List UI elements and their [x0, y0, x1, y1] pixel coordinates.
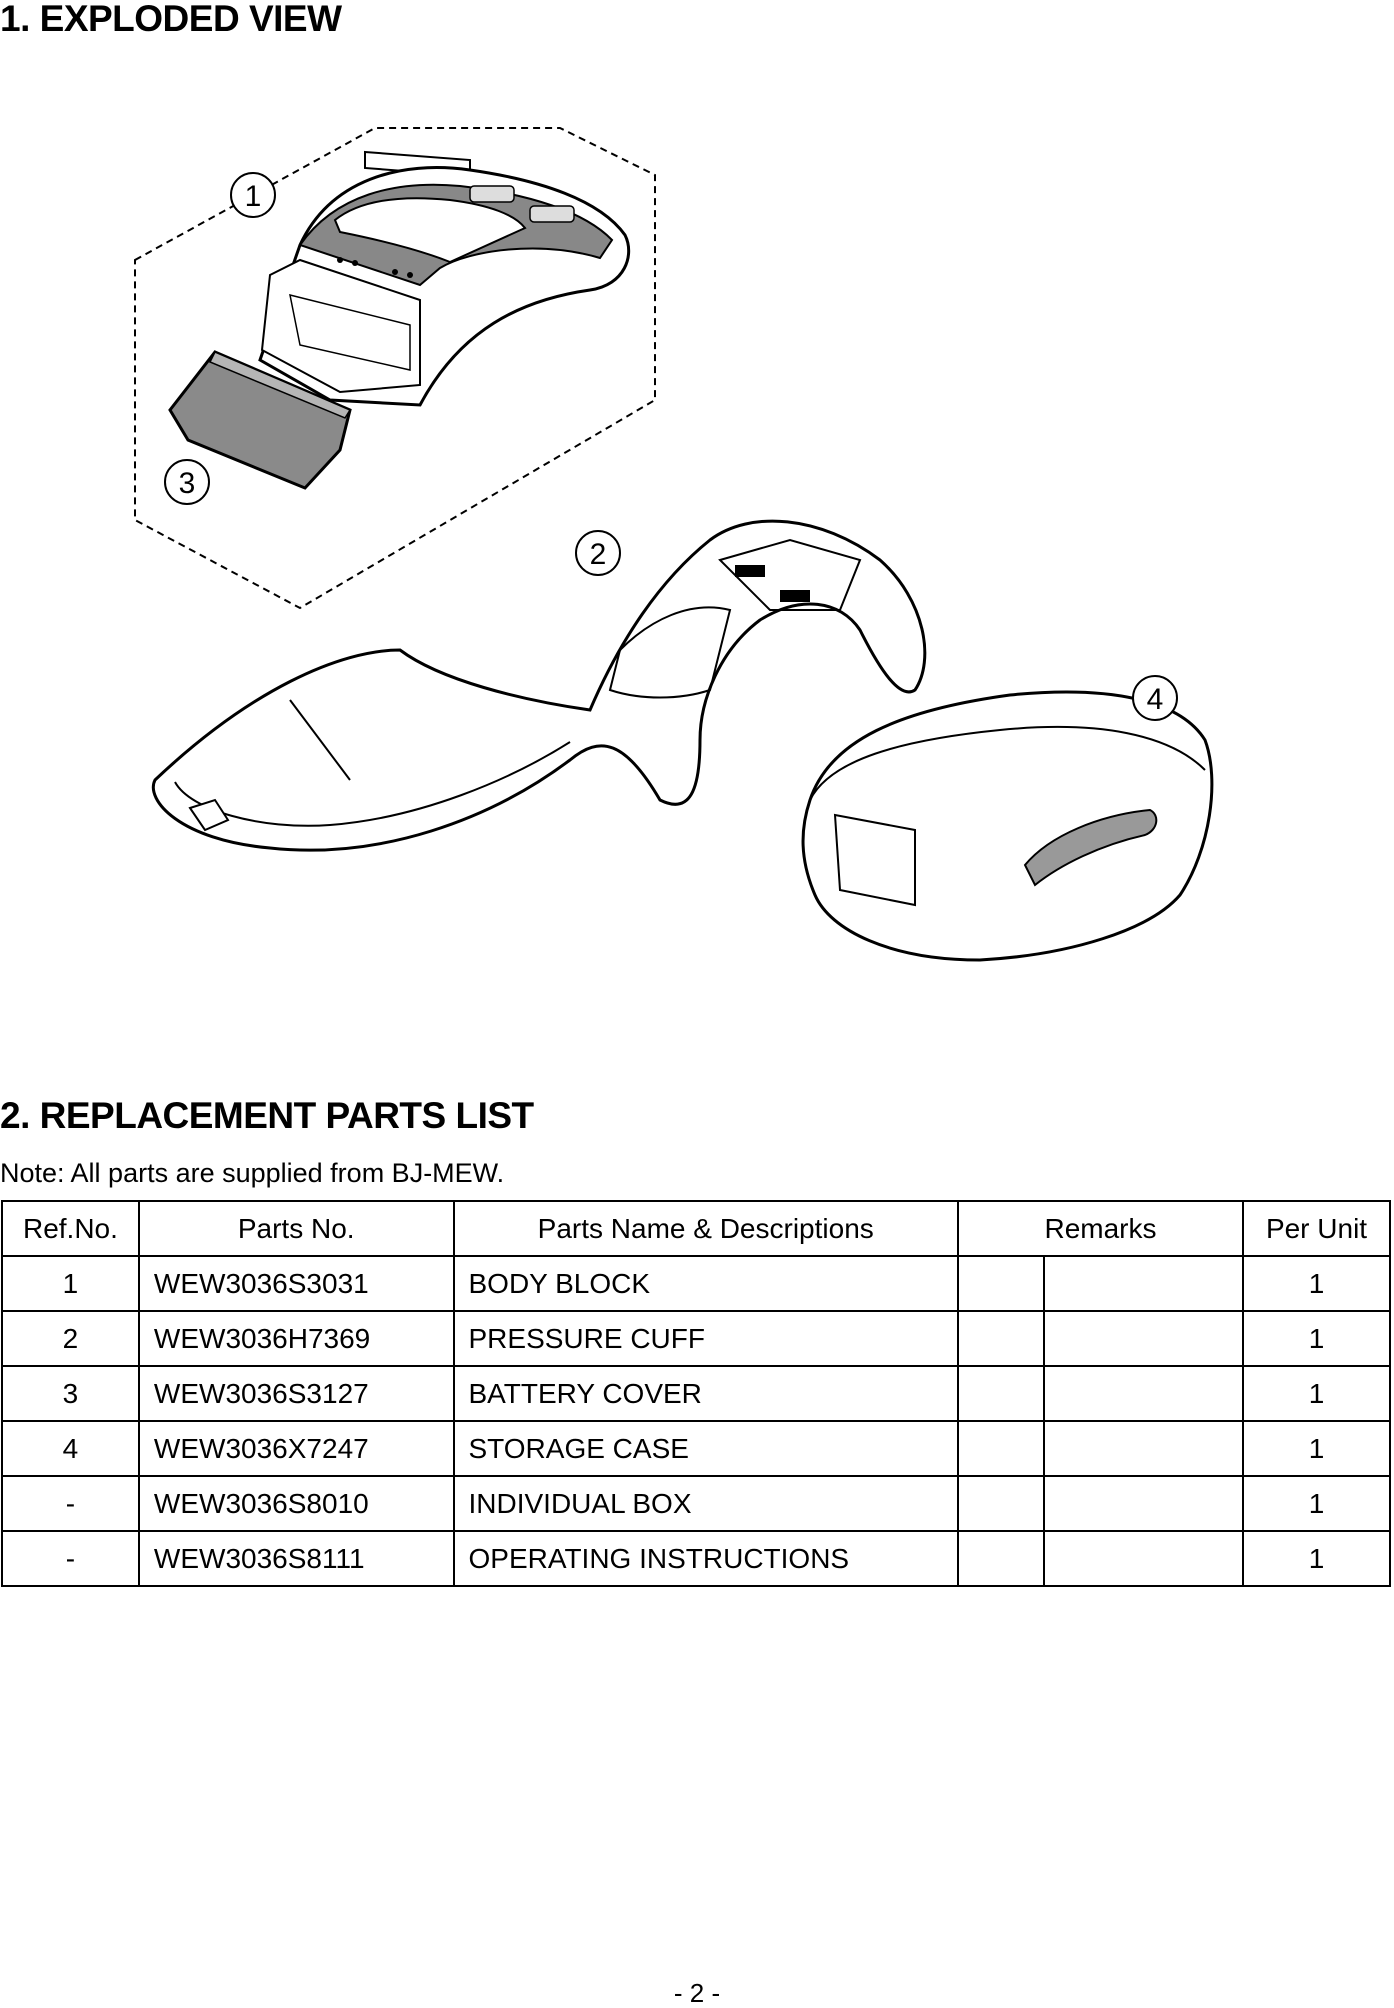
- cell-per-unit: 1: [1242, 1530, 1391, 1587]
- cell-remarks-a: [956, 1420, 1045, 1477]
- header-ref-no: Ref.No.: [1, 1200, 140, 1257]
- cell-per-unit: 1: [1242, 1475, 1391, 1532]
- callout-2: 2: [575, 530, 621, 576]
- header-parts-name: Parts Name & Descriptions: [452, 1200, 959, 1257]
- cell-ref: 3: [1, 1365, 140, 1422]
- table-row: - WEW3036S8111 OPERATING INSTRUCTIONS 1: [1, 1530, 1391, 1587]
- callout-3-label: 3: [179, 467, 196, 500]
- parts-table: Ref.No. Parts No. Parts Name & Descripti…: [1, 1200, 1391, 1587]
- cell-parts-no: WEW3036S8111: [137, 1530, 455, 1587]
- page-number: - 2 -: [673, 1978, 721, 2008]
- cell-remarks-a: [956, 1530, 1045, 1587]
- cell-name: BODY BLOCK: [452, 1255, 959, 1312]
- body-block-illustration: [258, 150, 631, 407]
- parts-note: Note: All parts are supplied from BJ-MEW…: [0, 1158, 505, 1188]
- cell-remarks-b: [1042, 1310, 1245, 1367]
- table-row: 4 WEW3036X7247 STORAGE CASE 1: [1, 1420, 1391, 1477]
- cell-remarks-b: [1042, 1530, 1245, 1587]
- cell-per-unit: 1: [1242, 1420, 1391, 1477]
- cell-remarks-b: [1042, 1365, 1245, 1422]
- table-header-row: Ref.No. Parts No. Parts Name & Descripti…: [1, 1200, 1391, 1257]
- callout-3: 3: [164, 459, 210, 505]
- callout-1: 1: [230, 172, 276, 218]
- header-parts-no: Parts No.: [137, 1200, 455, 1257]
- cell-ref: 1: [1, 1255, 140, 1312]
- cell-name: INDIVIDUAL BOX: [452, 1475, 959, 1532]
- cell-parts-no: WEW3036X7247: [137, 1420, 455, 1477]
- callout-1-label: 1: [245, 180, 262, 213]
- callout-2-label: 2: [590, 538, 607, 571]
- callout-4-label: 4: [1147, 683, 1164, 716]
- dashed-group-outline: [134, 127, 656, 610]
- section-title-exploded-view: 1. EXPLODED VIEW: [0, 0, 342, 39]
- cell-parts-no: WEW3036S3031: [137, 1255, 455, 1312]
- pressure-cuff-illustration: [151, 519, 927, 852]
- cell-per-unit: 1: [1242, 1365, 1391, 1422]
- storage-case-illustration: [801, 690, 1214, 962]
- exploded-view-diagram: 1 2 3 4: [134, 127, 1214, 962]
- cell-remarks-b: [1042, 1255, 1245, 1312]
- cell-remarks-a: [956, 1475, 1045, 1532]
- table-row: 2 WEW3036H7369 PRESSURE CUFF 1: [1, 1310, 1391, 1367]
- cell-ref: 4: [1, 1420, 140, 1477]
- cell-ref: -: [1, 1475, 140, 1532]
- table-row: - WEW3036S8010 INDIVIDUAL BOX 1: [1, 1475, 1391, 1532]
- cell-remarks-a: [956, 1310, 1045, 1367]
- cell-parts-no: WEW3036S3127: [137, 1365, 455, 1422]
- cell-name: PRESSURE CUFF: [452, 1310, 959, 1367]
- cell-parts-no: WEW3036H7369: [137, 1310, 455, 1367]
- cell-ref: 2: [1, 1310, 140, 1367]
- cell-ref: -: [1, 1530, 140, 1587]
- cell-parts-no: WEW3036S8010: [137, 1475, 455, 1532]
- cell-per-unit: 1: [1242, 1255, 1391, 1312]
- cell-remarks-a: [956, 1255, 1045, 1312]
- callout-4: 4: [1132, 675, 1178, 721]
- header-remarks: Remarks: [956, 1200, 1245, 1257]
- cell-name: BATTERY COVER: [452, 1365, 959, 1422]
- cell-remarks-b: [1042, 1475, 1245, 1532]
- header-per-unit: Per Unit: [1242, 1200, 1391, 1257]
- table-row: 3 WEW3036S3127 BATTERY COVER 1: [1, 1365, 1391, 1422]
- cell-name: OPERATING INSTRUCTIONS: [452, 1530, 959, 1587]
- cell-per-unit: 1: [1242, 1310, 1391, 1367]
- cell-remarks-a: [956, 1365, 1045, 1422]
- table-row: 1 WEW3036S3031 BODY BLOCK 1: [1, 1255, 1391, 1312]
- section-title-parts-list: 2. REPLACEMENT PARTS LIST: [0, 1095, 534, 1136]
- cell-remarks-b: [1042, 1420, 1245, 1477]
- cell-name: STORAGE CASE: [452, 1420, 959, 1477]
- battery-cover-illustration: [168, 350, 352, 490]
